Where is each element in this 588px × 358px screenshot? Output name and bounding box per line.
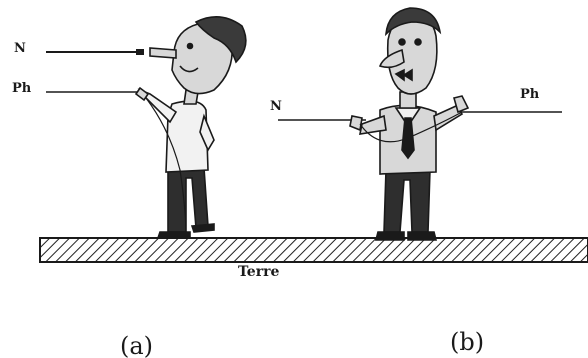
neutral-label-a: N [14, 41, 26, 56]
man-a [134, 16, 247, 239]
phase-label-b: Ph [520, 87, 540, 102]
figure-b: N Ph [270, 7, 562, 356]
neutral-wire-a [46, 49, 144, 55]
neutral-label-b: N [270, 99, 282, 114]
phase-label-a: Ph [12, 81, 32, 96]
caption-a: (a) [120, 332, 153, 358]
ground-label: Terre [238, 264, 279, 280]
caption-b: (b) [450, 328, 484, 356]
ground-slab [39, 237, 588, 263]
figure-a: N Ph [12, 16, 247, 358]
man-b [349, 7, 470, 241]
